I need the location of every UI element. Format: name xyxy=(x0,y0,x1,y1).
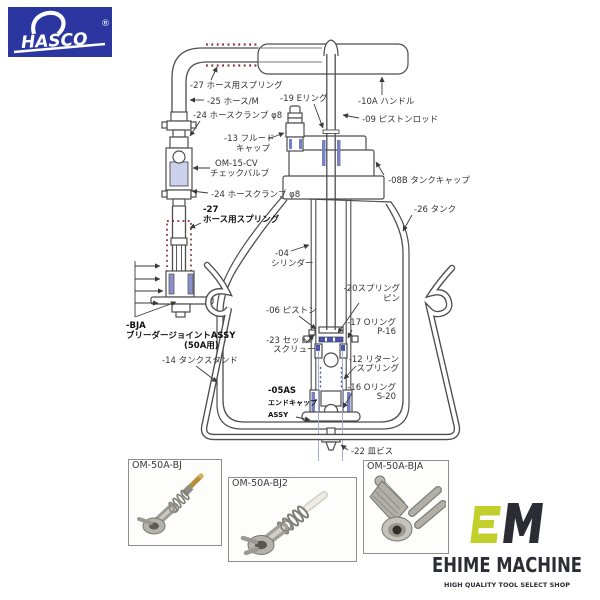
label-e-ring: -19 Eリング xyxy=(280,93,328,129)
svg-text:-12 リターン: -12 リターン xyxy=(349,355,399,365)
svg-text:-04: -04 xyxy=(275,249,289,259)
svg-text:P-16: P-16 xyxy=(377,327,396,337)
label-tank-stand: -14 タンクスタンド xyxy=(162,356,238,383)
product-box-om-50a-bj2: OM-50A-BJ2 xyxy=(228,477,357,562)
ehime-machine-wordmark: EHIME MACHINE xyxy=(432,553,582,577)
svg-text:(50A用): (50A用) xyxy=(184,341,219,351)
label-o-ring-s20: -16 Oリング S-20 xyxy=(342,382,396,409)
label-hose-spring-mid: -27 ホース用スプリング xyxy=(189,205,280,229)
wing-tab xyxy=(243,546,260,556)
svg-text:ASSY: ASSY xyxy=(268,411,289,419)
label-check-valve: OM-15-CV チェックバルブ xyxy=(192,159,270,179)
svg-text:-24 ホースクランプ φ8: -24 ホースクランプ φ8 xyxy=(211,190,300,200)
label-tank: -26 タンク xyxy=(402,205,456,232)
svg-text:S-20: S-20 xyxy=(377,392,396,402)
cylinder-drawing xyxy=(310,199,352,391)
hose-drawing xyxy=(171,43,258,112)
svg-text:ブリーダージョイントASSY: ブリーダージョイントASSY xyxy=(126,330,236,341)
hasco-wordmark: HASCO xyxy=(21,30,89,53)
svg-text:ピン: ピン xyxy=(383,294,400,304)
piston-rod-drawing xyxy=(322,54,340,330)
bleeder-joint-bja-photo xyxy=(369,475,446,542)
clip-ring xyxy=(280,520,292,532)
label-hose-clamp-lower: -24 ホースクランプ φ8 xyxy=(191,188,300,200)
svg-text:-22 皿ビス: -22 皿ビス xyxy=(351,447,393,457)
check-valve-column-drawing xyxy=(150,111,214,318)
svg-text:-27: -27 xyxy=(203,205,218,215)
handle-drawing xyxy=(257,39,409,75)
product-code: OM-50A-BJA xyxy=(365,461,426,473)
svg-text:エンドキャップ: エンドキャップ xyxy=(268,398,318,407)
svg-text:-13 フルード: -13 フルード xyxy=(224,134,275,144)
svg-text:シリンダー: シリンダー xyxy=(271,258,314,269)
svg-text:-27 ホース用スプリング: -27 ホース用スプリング xyxy=(190,80,283,91)
svg-text:-17 Oリング: -17 Oリング xyxy=(347,317,396,328)
hose-spring-dots-mid xyxy=(166,220,192,273)
label-spring-pin: -20スプリング ピン xyxy=(337,283,401,334)
label-end-cap-assy: -05AS エンドキャップ ASSY xyxy=(268,386,318,422)
bleeder-joint-callout-bracket xyxy=(134,261,177,318)
bleeder-wing-bar xyxy=(150,296,214,305)
svg-text:ホース用スプリング: ホース用スプリング xyxy=(203,214,280,225)
svg-text:キャップ: キャップ xyxy=(236,144,271,154)
svg-text:OM-15-CV: OM-15-CV xyxy=(215,159,258,169)
label-handle: -10A ハンドル xyxy=(358,76,415,107)
label-hose-m: -25 ホース/M xyxy=(189,97,259,107)
svg-text:-16 Oリング: -16 Oリング xyxy=(347,382,396,393)
svg-text:-26 タンク: -26 タンク xyxy=(414,205,456,215)
projection-guide-lines xyxy=(318,350,343,461)
label-flat-screw: -22 皿ビス xyxy=(340,444,393,457)
ehime-machine-tagline: HIGH QUALITY TOOL SELECT SHOP xyxy=(444,582,570,589)
label-fluid-cap: -13 フルード キャップ xyxy=(224,132,285,154)
em-monogram-icon xyxy=(470,503,543,543)
svg-text:チェックバルブ: チェックバルブ xyxy=(210,168,270,179)
hasco-logo-icon: HASCO ® xyxy=(8,7,112,57)
svg-text:-BJA: -BJA xyxy=(126,321,146,331)
tank-cap-drawing xyxy=(282,135,385,200)
svg-text:-14 タンクスタンド: -14 タンクスタンド xyxy=(162,356,238,366)
wing-tab xyxy=(240,535,259,545)
end-cap-assembly-drawing xyxy=(301,389,361,422)
svg-text:スプリング: スプリング xyxy=(356,363,399,374)
label-bleeder-joint-assy: -BJA ブリーダージョイントASSY (50A用) xyxy=(126,321,236,351)
label-o-ring-p16: -17 Oリング P-16 xyxy=(347,317,396,339)
fluid-cap-drawing xyxy=(285,105,305,152)
label-tank-cap: -08B タンクキャップ xyxy=(375,161,470,186)
svg-text:-23 セット: -23 セット xyxy=(266,336,308,346)
svg-text:-06 ピストン: -06 ピストン xyxy=(266,306,317,316)
svg-text:-25 ホース/M: -25 ホース/M xyxy=(207,97,259,107)
svg-text:-20スプリング: -20スプリング xyxy=(344,283,401,294)
svg-text:-09 ピストンロッド: -09 ピストンロッド xyxy=(362,115,438,125)
knurled-cone xyxy=(369,480,409,524)
bleeder-joint-bj-photo xyxy=(137,473,204,535)
svg-text:-19 Eリング: -19 Eリング xyxy=(280,93,328,104)
product-box-om-50a-bja: OM-50A-BJA xyxy=(363,460,449,554)
product-code: OM-50A-BJ2 xyxy=(230,478,290,490)
registered-mark: ® xyxy=(101,19,110,29)
piston-assembly-drawing xyxy=(303,326,359,368)
svg-text:-05AS: -05AS xyxy=(268,386,296,396)
return-spring-drawing xyxy=(319,367,343,389)
tank-drawing xyxy=(216,197,410,430)
label-return-spring: -12 リターン スプリング xyxy=(343,355,399,380)
label-piston-rod: -09 ピストンロッド xyxy=(342,113,438,125)
ehime-machine-logo: EHIME MACHINE HIGH QUALITY TOOL SELECT S… xyxy=(420,496,595,596)
product-code: OM-50A-BJ xyxy=(130,460,184,472)
label-set-screw: -23 セット スクリュー xyxy=(266,334,316,355)
label-hose-spring-top: -27 ホース用スプリング xyxy=(190,66,283,91)
tank-stand-drawing xyxy=(200,261,461,441)
product-box-om-50a-bj: OM-50A-BJ xyxy=(128,459,222,546)
label-piston: -06 ピストン xyxy=(266,306,317,330)
clip-ring xyxy=(168,502,180,514)
svg-text:-08B タンクキャップ: -08B タンクキャップ xyxy=(388,176,470,186)
label-hose-clamp-upper: -24 ホースクランプ φ8 xyxy=(189,111,282,137)
svg-text:-10A ハンドル: -10A ハンドル xyxy=(358,97,415,107)
bleeder-joint-bj2-photo xyxy=(240,491,328,556)
hasco-logo: HASCO ® xyxy=(8,7,112,57)
svg-text:-24 ホースクランプ φ8: -24 ホースクランプ φ8 xyxy=(193,111,282,121)
label-cylinder: -04 シリンダー xyxy=(271,244,314,269)
wing-tab xyxy=(137,517,153,525)
svg-text:スクリュー: スクリュー xyxy=(273,345,316,355)
